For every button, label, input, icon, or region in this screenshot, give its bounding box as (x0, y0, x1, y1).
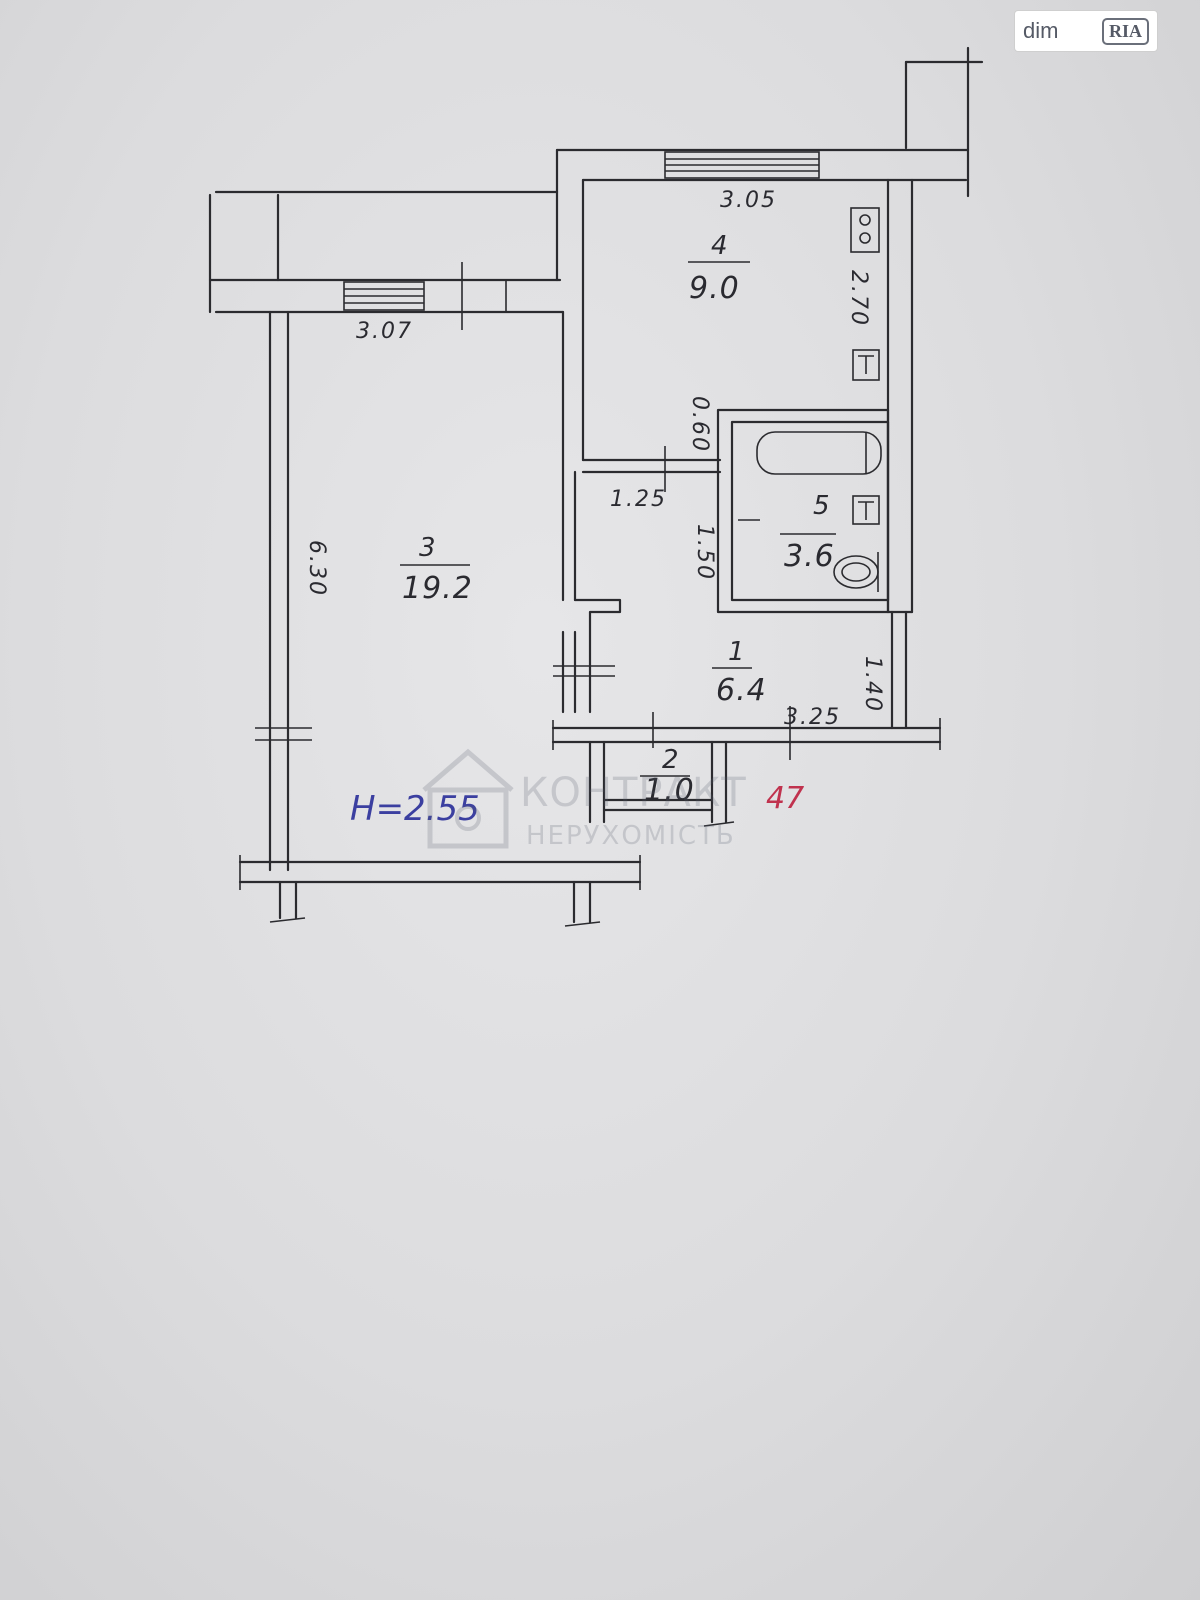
sink-icon (852, 349, 880, 381)
washbasin-icon (852, 495, 880, 525)
ceiling-height: H=2.55 (350, 789, 480, 829)
watermark: КОНТРАКТ НЕРУХОМІСТЬ (422, 748, 747, 851)
dim-living-length: 6.30 (304, 540, 329, 597)
dim-kitchen-length: 2.70 (846, 270, 871, 327)
room-1-area: 6.4 (716, 673, 767, 708)
dim-1-50: 1.50 (692, 524, 717, 581)
dimension-labels: 3.07 3.05 6.30 2.70 0.60 1.25 1.50 1.40 … (304, 188, 885, 730)
watermark-line1: КОНТРАКТ (520, 770, 747, 816)
dim-0-60: 0.60 (687, 396, 712, 453)
room-4-number: 4 (711, 231, 728, 261)
dim-ria-badge[interactable]: dim RIA (1014, 10, 1158, 52)
room-3-number: 3 (419, 533, 436, 563)
dim-3-25: 3.25 (784, 705, 841, 730)
total-marker: 47 (766, 781, 804, 816)
room-2-area: 1.0 (644, 773, 695, 808)
dim-1-25: 1.25 (610, 487, 667, 512)
room-labels: 3 19.2 4 9.0 5 3.6 1 6.4 2 1.0 (400, 231, 836, 808)
room-5-area: 3.6 (784, 539, 835, 574)
room-5-number: 5 (813, 491, 830, 521)
walls (208, 46, 984, 927)
toilet-icon (833, 552, 879, 592)
dim-living-width: 3.07 (356, 319, 413, 344)
house-logo-icon (422, 748, 514, 849)
room-1-number: 1 (728, 637, 745, 667)
watermark-line2: НЕРУХОМІСТЬ (526, 821, 736, 851)
fixtures (756, 207, 882, 592)
room-2-number: 2 (662, 745, 679, 775)
badge-dim-text: dim (1023, 18, 1059, 43)
badge-ria-logo: RIA (1101, 17, 1149, 45)
stove-icon (850, 207, 880, 253)
room-4-area: 9.0 (689, 271, 740, 306)
room-3-area: 19.2 (402, 571, 473, 606)
dim-1-40: 1.40 (860, 656, 885, 713)
dim-kitchen-width: 3.05 (720, 188, 777, 213)
bathtub-icon (756, 431, 882, 475)
